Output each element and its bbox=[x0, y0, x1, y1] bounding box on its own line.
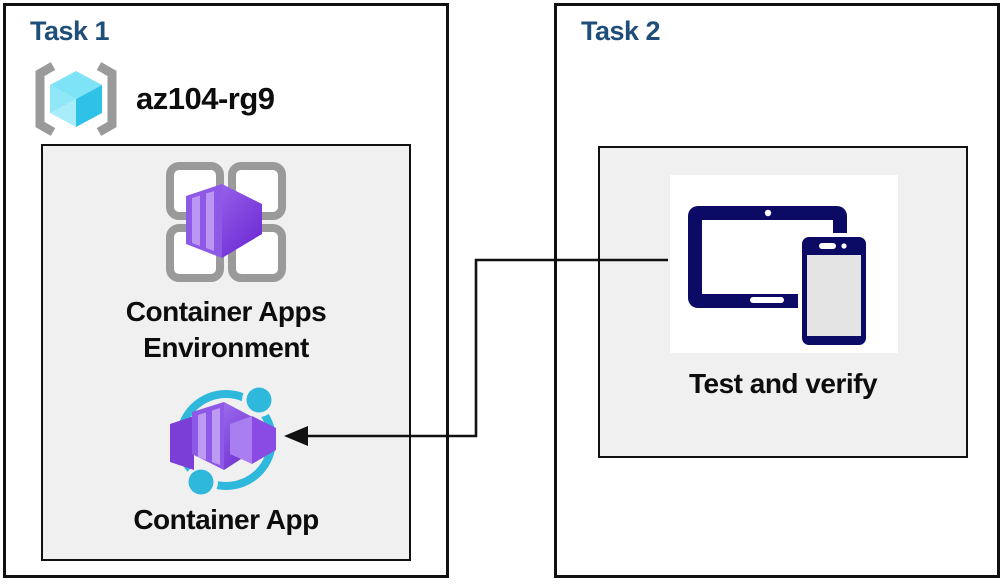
container-apps-environment-icon bbox=[166, 162, 286, 282]
environment-label: Container Apps Environment bbox=[125, 296, 327, 363]
tablet-phone-icon bbox=[688, 206, 870, 349]
container-app-icon bbox=[170, 383, 276, 499]
task2-title: Task 2 bbox=[581, 16, 661, 46]
resource-group-icon bbox=[35, 62, 117, 136]
test-and-verify-label: Test and verify bbox=[688, 368, 878, 399]
task2-inner-panel: Test and verify bbox=[598, 146, 968, 458]
task2-panel: Task 2 Test and verify bbox=[554, 3, 1000, 578]
resource-group-name: az104-rg9 bbox=[136, 81, 275, 116]
container-app-label: Container App bbox=[133, 504, 319, 535]
task1-inner-panel: Container Apps Environment bbox=[41, 144, 411, 561]
resource-group-row: az104-rg9 bbox=[28, 58, 275, 140]
container-app-figure bbox=[43, 378, 409, 502]
environment-figure bbox=[43, 160, 409, 288]
task1-panel: Task 1 az104-rg9 bbox=[3, 3, 449, 578]
task1-title: Task 1 bbox=[30, 16, 110, 46]
devices-card bbox=[670, 175, 898, 353]
